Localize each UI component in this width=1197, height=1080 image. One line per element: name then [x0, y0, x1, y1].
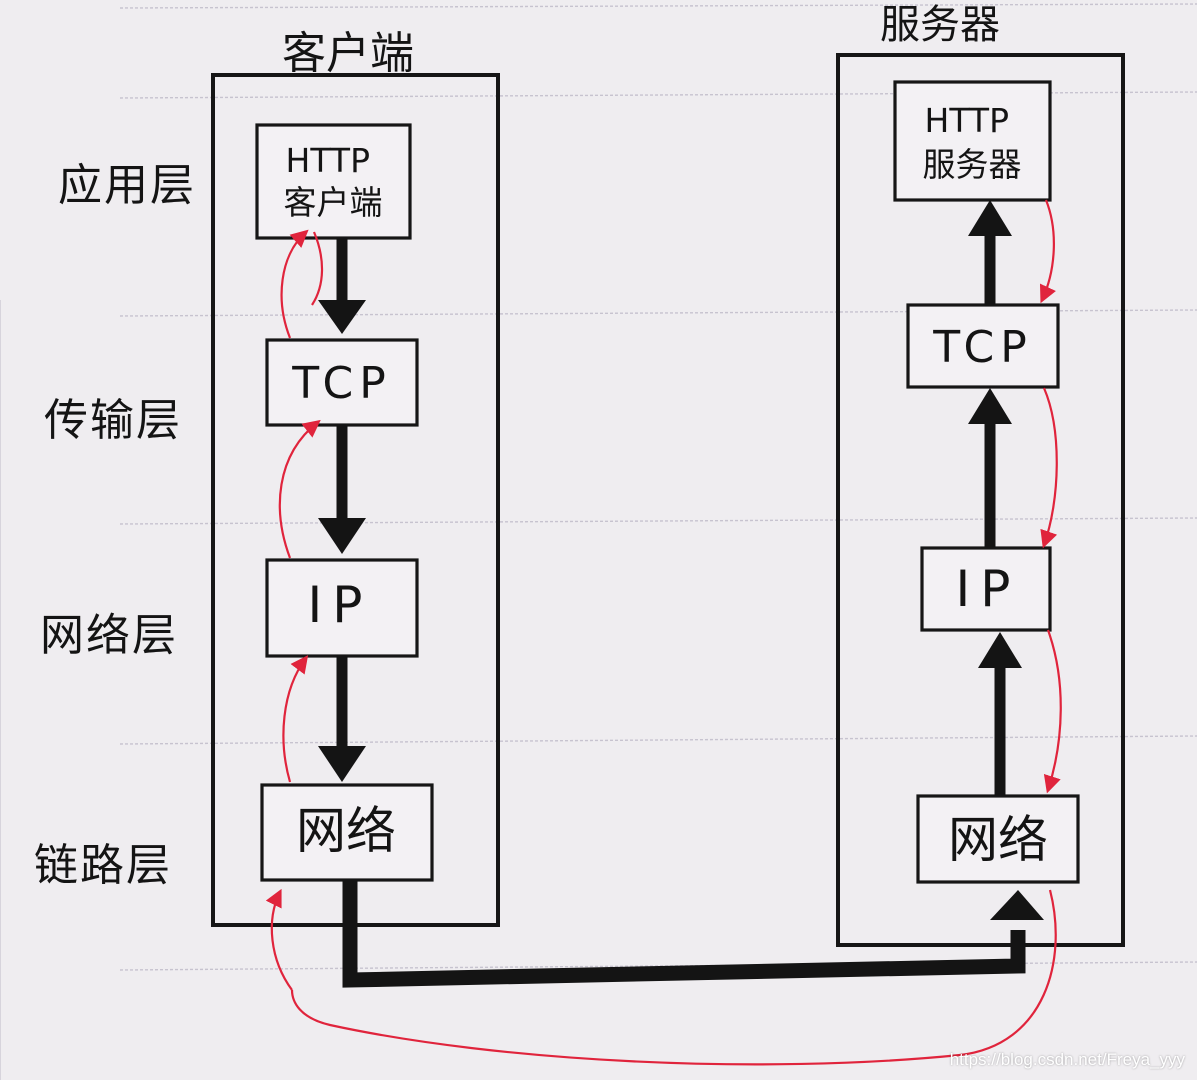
server-http-line1: HTTP: [925, 101, 1009, 140]
client-http-box: [255, 123, 412, 240]
client-link-label: 网络: [296, 802, 396, 860]
server-stack: 服务器 HTTP 服务器 TCP IP 网络: [836, 2, 1125, 947]
layer-label-application: 应用层: [58, 160, 196, 211]
client-title: 客户端: [282, 28, 414, 79]
server-frame: [836, 53, 1125, 947]
server-link-box: [916, 794, 1080, 884]
server-title: 服务器: [880, 2, 1000, 48]
server-link-label: 网络: [948, 811, 1048, 869]
server-ip-label: IP: [956, 560, 1021, 618]
server-arrowhead: [968, 200, 1012, 236]
client-http-line1: HTTP: [286, 141, 370, 180]
layer-labels: 应用层 传输层 网络层 链路层: [34, 160, 196, 891]
client-tcp-label: TCP: [291, 358, 392, 409]
client-tcp-box: [265, 338, 419, 427]
layer-label-network: 网络层: [40, 610, 178, 661]
client-http-label: HTTP 客户端: [284, 141, 383, 222]
ruled-line: [119, 3, 1197, 9]
server-red-arrow: [1039, 199, 1056, 304]
client-link-box: [260, 783, 434, 882]
client-http-line2: 客户端: [284, 183, 383, 222]
ruled-line: [119, 517, 1197, 525]
network-cable: [342, 880, 1026, 988]
server-up-arrows: [968, 200, 1022, 796]
return-red-arrow: [290, 889, 1057, 1066]
client-red-arrow: [280, 229, 309, 339]
cable-arrowhead: [990, 890, 1044, 920]
server-http-line2: 服务器: [923, 145, 1022, 184]
client-red-arrows: [265, 229, 324, 991]
client-arrowhead: [318, 518, 366, 554]
server-arrowhead: [968, 388, 1012, 424]
client-ip-box: [265, 558, 419, 658]
client-down-arrows: [318, 238, 366, 782]
server-http-label: HTTP 服务器: [923, 101, 1022, 184]
layer-label-transport: 传输层: [44, 395, 182, 446]
client-red-arrow: [282, 655, 309, 783]
client-red-arrow: [265, 888, 293, 991]
layer-label-link: 链路层: [34, 840, 172, 891]
server-tcp-box: [906, 303, 1060, 389]
server-ip-box: [920, 546, 1052, 632]
watermark: https://blog.csdn.net/Freya_yyy: [949, 1050, 1185, 1069]
client-red-arrow: [278, 419, 321, 559]
client-stack: 客户端 HTTP 客户端 TCP IP 网络: [211, 28, 500, 991]
client-arrowhead: [318, 746, 366, 782]
client-arrowhead: [318, 300, 366, 334]
client-ip-label: IP: [308, 576, 373, 634]
server-tcp-label: TCP: [932, 322, 1033, 373]
server-red-arrow: [1043, 629, 1062, 794]
client-red-arrow: [311, 231, 324, 306]
server-http-box: [893, 80, 1052, 202]
network-link: [290, 880, 1057, 1066]
server-red-arrow: [1040, 387, 1058, 549]
ruled-line: [119, 735, 1197, 745]
server-red-arrows: [1039, 199, 1062, 794]
server-arrowhead: [978, 632, 1022, 668]
